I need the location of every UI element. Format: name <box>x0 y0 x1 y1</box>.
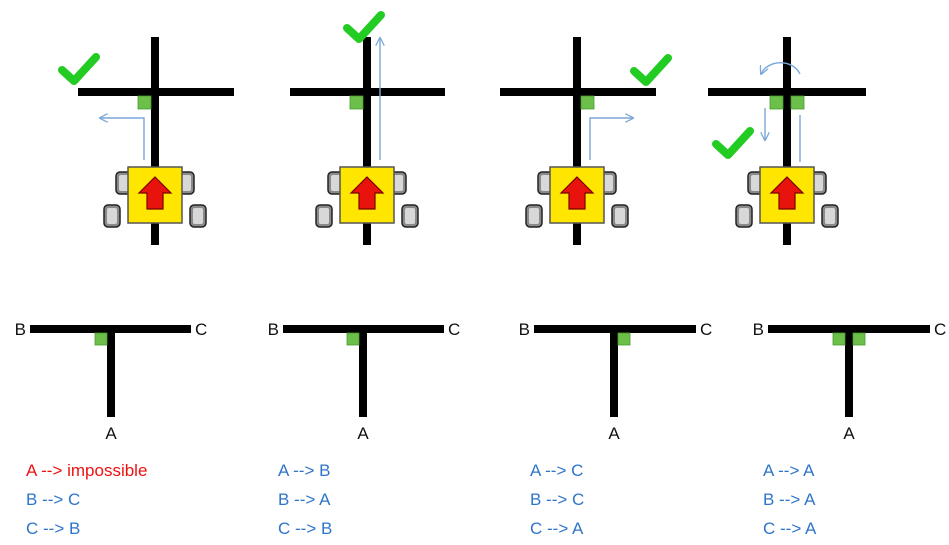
rule-line-4-1: A --> A <box>763 461 815 480</box>
track-vertical <box>151 37 159 245</box>
label-c: C <box>700 320 712 339</box>
track-vertical <box>573 37 581 245</box>
up-arrow-icon <box>769 176 805 210</box>
label-a: A <box>608 424 620 443</box>
t-junction-3: B C A <box>519 320 713 443</box>
green-marker-right <box>580 95 595 110</box>
rule-line-1-1: A --> impossible <box>26 461 147 480</box>
check-mark-icon-2 <box>343 11 385 43</box>
check-mark-icon-4 <box>712 127 754 159</box>
junction-stem <box>107 329 115 417</box>
label-b: B <box>519 320 530 339</box>
check-mark-icon-1 <box>58 53 100 85</box>
label-a: A <box>105 424 117 443</box>
track-vertical <box>363 37 371 245</box>
robot-car-icon-3 <box>525 166 629 228</box>
rule-line-1-3: C --> B <box>26 519 80 538</box>
rule-line-4-2: B --> A <box>763 490 816 509</box>
rule-line-2-2: B --> A <box>278 490 331 509</box>
robot-car-icon-2 <box>315 166 419 228</box>
scenario-panel-4 <box>708 37 866 245</box>
green-marker-left <box>137 95 152 110</box>
path-arrow-right <box>589 118 633 160</box>
robot-car-icon-1 <box>103 166 207 228</box>
green-marker-left <box>769 95 784 110</box>
rule-line-3-2: B --> C <box>530 490 584 509</box>
track-vertical <box>783 37 791 245</box>
up-arrow-icon <box>349 176 385 210</box>
junction-stem <box>359 329 367 417</box>
junction-marker-left <box>346 332 360 346</box>
label-c: C <box>195 320 207 339</box>
path-arrow-left <box>100 118 145 160</box>
junction-marker-left <box>94 332 108 346</box>
robot-car-icon-4 <box>735 166 839 228</box>
scenario-panel-2 <box>290 37 445 245</box>
scenario-panel-1 <box>78 37 234 245</box>
path-arrow-u-turn <box>761 61 801 74</box>
rule-line-3-1: A --> C <box>530 461 583 480</box>
green-marker-left <box>349 95 364 110</box>
label-b: B <box>268 320 279 339</box>
check-mark-icon-3 <box>630 54 672 86</box>
label-a: A <box>357 424 369 443</box>
up-arrow-icon <box>559 176 595 210</box>
rule-line-2-3: C --> B <box>278 519 332 538</box>
label-c: C <box>448 320 460 339</box>
t-junction-2: B C A <box>268 320 461 443</box>
rule-line-2-1: A --> B <box>278 461 330 480</box>
junction-marker-right <box>852 332 866 346</box>
label-b: B <box>753 320 764 339</box>
t-junction-4: B C A <box>753 320 947 443</box>
label-c: C <box>934 320 946 339</box>
green-marker-right <box>790 95 805 110</box>
t-junction-1: B C A <box>15 320 208 443</box>
junction-marker-left <box>832 332 846 346</box>
rule-line-1-2: B --> C <box>26 490 80 509</box>
rule-line-3-3: C --> A <box>530 519 584 538</box>
junction-stem <box>610 329 618 417</box>
label-a: A <box>843 424 855 443</box>
label-b: B <box>15 320 26 339</box>
junction-stem <box>845 329 853 417</box>
junction-marker-right <box>617 332 631 346</box>
scenario-panel-3 <box>500 37 656 245</box>
rule-line-4-3: C --> A <box>763 519 817 538</box>
up-arrow-icon <box>137 176 173 210</box>
